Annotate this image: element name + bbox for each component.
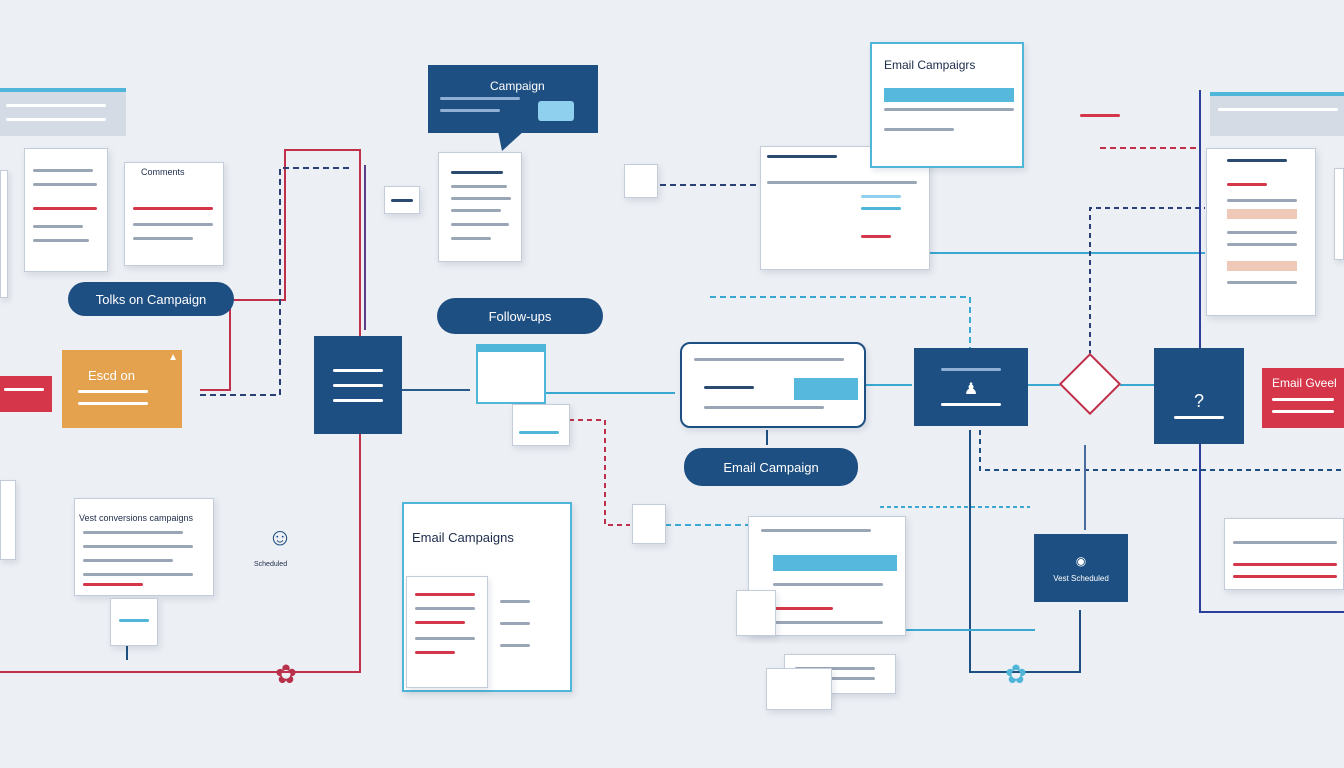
document-edge-left: [0, 170, 8, 298]
orange-box[interactable]: Escd on ▲: [62, 350, 182, 428]
document-email-campaigns: Email Campaigns: [402, 502, 572, 692]
red-box-left: [0, 376, 52, 412]
document-conversions: Vest conversions campaigns: [74, 498, 214, 596]
document-comments: Comments: [124, 162, 224, 266]
callout-tail: [498, 131, 524, 151]
pill-follow-ups[interactable]: Follow-ups: [437, 298, 603, 334]
document-email-campaigrs-title: Email Campaigrs: [884, 58, 976, 72]
document-email-campaigrs: Email Campaigrs: [870, 42, 1024, 168]
node-icon-bottom: [632, 504, 666, 544]
document-campaign: [438, 152, 522, 262]
node-icon-top: [624, 164, 658, 198]
red-tag-top: [1080, 110, 1122, 150]
document-bottom-right: [1224, 518, 1344, 590]
person-icon: ☺: [267, 524, 293, 551]
pill-campaign-left-label: Tolks on Campaign: [95, 291, 207, 307]
document-edge-left-bottom: [0, 480, 16, 560]
document-bottom-small: [736, 590, 776, 636]
question-icon: ?: [1193, 391, 1204, 411]
document-left-tall: [24, 148, 108, 272]
icon-caption: Scheduled: [254, 561, 288, 568]
pill-campaign-left[interactable]: Tolks on Campaign: [68, 282, 234, 316]
orange-box-label: Escd on: [88, 368, 135, 383]
header-bar-right: [1210, 92, 1344, 136]
target-icon: ◉: [1075, 553, 1087, 568]
navy-box-approval[interactable]: ♟: [914, 348, 1028, 426]
document-mini-blue: [512, 404, 570, 446]
gear-icon[interactable]: ✿: [275, 658, 297, 689]
person-icon: ♟: [963, 381, 979, 398]
pill-email-campaign-label: Email Campaign: [723, 459, 819, 475]
navy-box-scheduled-label: Vest Scheduled: [1053, 573, 1109, 583]
document-email-campaigns-title: Email Campaigns: [412, 530, 514, 545]
navy-box-question[interactable]: ?: [1154, 348, 1244, 444]
document-comments-title: Comments: [141, 167, 185, 177]
document-right-tall: [1206, 148, 1316, 316]
navy-box-schedule[interactable]: [314, 336, 402, 434]
callout-campaign-label: Campaign: [490, 79, 545, 93]
red-box-right-label: Email Gveel: [1272, 376, 1337, 390]
header-bar-left: [0, 88, 126, 136]
warning-icon: ▲: [168, 352, 178, 363]
document-conversions-title: Vest conversions campaigns: [79, 513, 194, 523]
red-box-right[interactable]: Email Gveel: [1262, 368, 1344, 428]
pill-follow-ups-label: Follow-ups: [488, 308, 552, 324]
document-edge-right: [1334, 168, 1344, 260]
document-bottom-blank: [766, 668, 832, 710]
document-small-tag: [110, 598, 158, 646]
navy-box-scheduled[interactable]: ◉ Vest Scheduled: [1034, 534, 1128, 602]
gear-icon[interactable]: ✿: [1005, 658, 1027, 689]
callout-campaign[interactable]: Campaign: [428, 65, 598, 133]
envelope-shape: [476, 344, 546, 404]
document-mini-card: [384, 186, 420, 214]
decision-card[interactable]: [680, 342, 866, 428]
pill-email-campaign[interactable]: Email Campaign: [684, 448, 858, 486]
